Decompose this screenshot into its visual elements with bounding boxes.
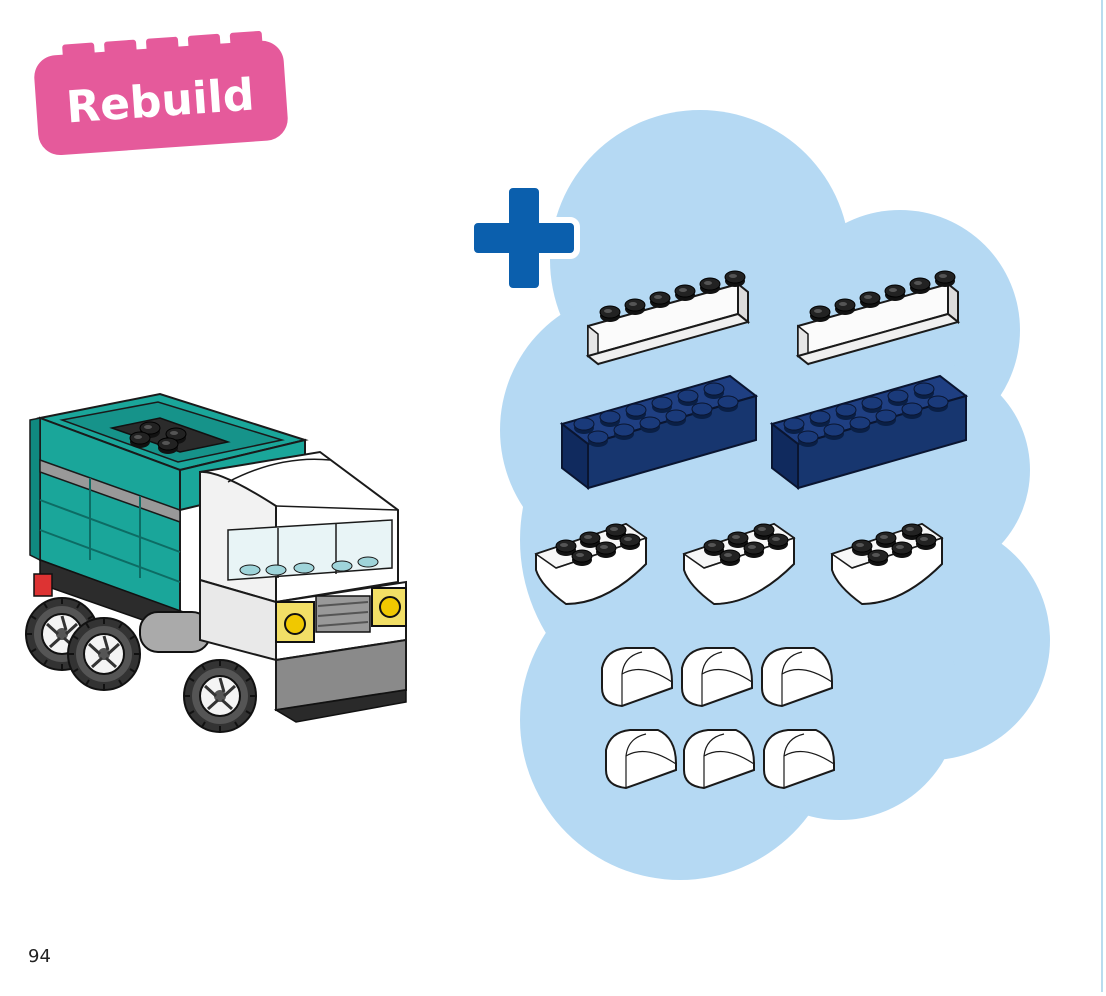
page-number: 94 [28, 946, 51, 967]
page-edge-rule [1101, 0, 1103, 992]
part-navy-brick-1 [559, 374, 759, 491]
part-navy-brick-2 [769, 374, 969, 491]
plus-icon [468, 182, 580, 294]
truck-model [24, 392, 407, 734]
rebuild-badge: Rebuild [34, 30, 288, 156]
